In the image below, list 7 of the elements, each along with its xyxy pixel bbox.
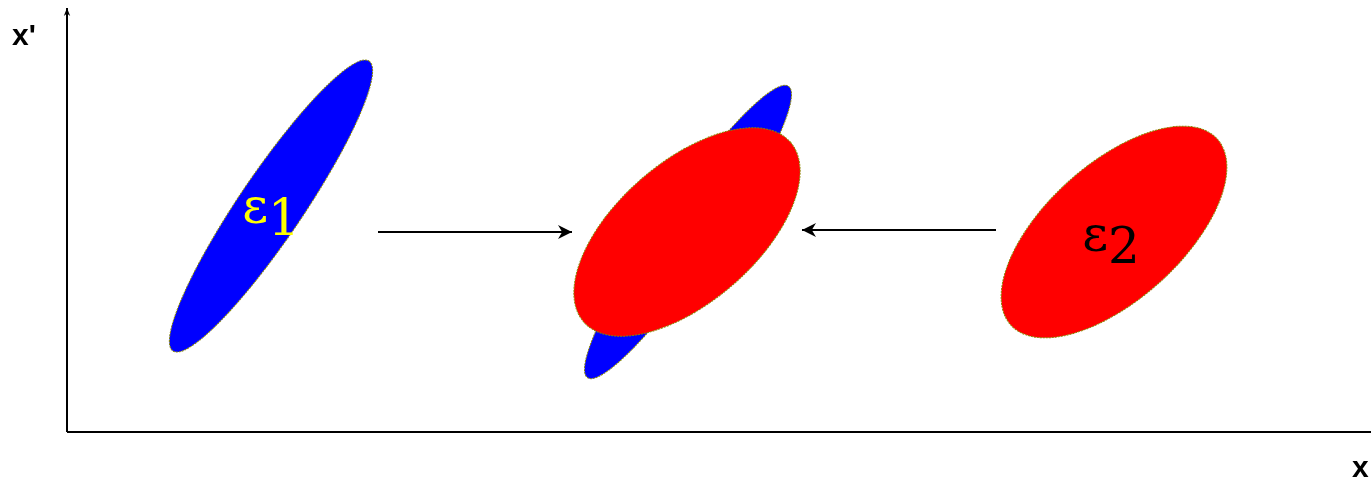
arrow: [801, 223, 997, 237]
arrow: [377, 225, 573, 239]
overlapping-ellipses-drawing: [572, 84, 802, 380]
axis-label: x: [1352, 452, 1369, 482]
axis-label: x': [12, 20, 36, 50]
ellipse-shape: [168, 58, 374, 354]
ellipse-shape: [1000, 125, 1228, 339]
